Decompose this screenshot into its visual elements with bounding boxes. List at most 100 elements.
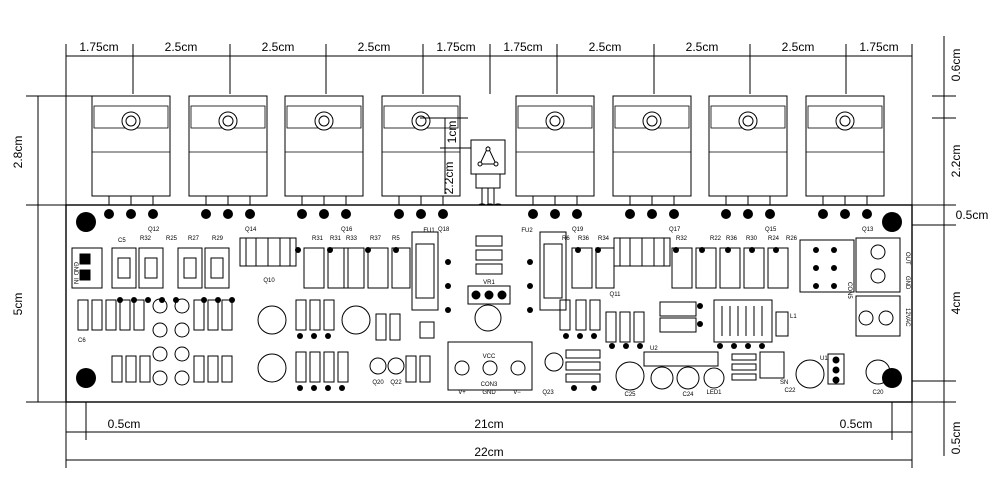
transistor-label: Q16	[341, 227, 353, 233]
pin-pad	[126, 209, 136, 219]
power-transistor	[515, 95, 595, 210]
transistor-label: Q17	[669, 227, 681, 233]
right-dim-1: 0.6cm	[949, 49, 963, 82]
transistor-label: Q13	[862, 227, 874, 233]
pin-pad	[743, 209, 753, 219]
solder-pad	[673, 247, 679, 253]
solder-pad	[339, 385, 345, 391]
solder-pad	[563, 333, 569, 339]
power-transistor	[284, 95, 364, 210]
resistor-label: R25	[166, 236, 178, 242]
tab-dim-height: 2.2cm	[442, 162, 456, 195]
pin-pad	[669, 209, 679, 219]
u1-label: U1	[820, 356, 828, 362]
right-dim-2: 2.2cm	[949, 145, 963, 178]
c24-label: C24	[682, 392, 694, 398]
transistor-label: Q19	[572, 227, 584, 233]
c6-label: C6	[78, 338, 86, 344]
solder-pad	[311, 385, 317, 391]
solder-pad	[831, 265, 837, 271]
solder-pad	[595, 247, 601, 253]
solder-pad	[717, 343, 723, 349]
resistor-label: R30	[746, 236, 758, 242]
solder-pad	[697, 303, 703, 309]
c5-label: C5	[118, 238, 126, 244]
pin-pad	[721, 209, 731, 219]
l1-label: L1	[790, 314, 797, 320]
pin-pad	[765, 209, 775, 219]
mounting-hole-bottom-left	[76, 368, 96, 388]
solder-pad	[311, 333, 317, 339]
vminus-label: V−	[513, 390, 521, 396]
resistor-label: R6	[562, 236, 570, 242]
pin-pad	[438, 209, 448, 219]
resistor-label: R31	[312, 236, 324, 242]
pin-pad	[818, 209, 828, 219]
resistor-label: R29	[212, 236, 224, 242]
c25-label: C25	[624, 392, 636, 398]
solder-pad	[575, 247, 581, 253]
q22-label: Q22	[390, 380, 402, 386]
right-dim-5: 0.5cm	[949, 422, 963, 455]
resistor-label: R36	[578, 236, 590, 242]
solder-pad	[813, 283, 819, 289]
power-transistor	[708, 95, 788, 210]
solder-pads	[117, 247, 837, 391]
pin-pad	[550, 209, 560, 219]
top-dim-2: 2.5cm	[165, 40, 198, 54]
fu1-label: FU1	[423, 228, 435, 234]
transistor-label: Q18	[438, 227, 450, 233]
mounting-hole-bottom-right	[882, 368, 902, 388]
solder-pad	[145, 297, 151, 303]
solder-pad	[445, 307, 451, 313]
solder-pad	[117, 297, 123, 303]
ac-label: 12VAC	[904, 308, 910, 327]
pin-pad	[148, 209, 158, 219]
solder-pad	[813, 265, 819, 271]
top-dim-3: 2.5cm	[262, 40, 295, 54]
pin-pad	[297, 209, 307, 219]
top-dim-9: 2.5cm	[782, 40, 815, 54]
bottom-dim-left: 0.5cm	[108, 417, 141, 431]
solder-pad	[297, 333, 303, 339]
con3-label: CON3	[481, 382, 498, 388]
solder-pad	[325, 333, 331, 339]
solder-pad	[297, 385, 303, 391]
top-dim-5: 1.75cm	[436, 40, 475, 54]
vr1-label: VR1	[483, 280, 495, 286]
left-dimension-line	[26, 95, 92, 403]
right-dim-3: 0.5cm	[956, 208, 989, 222]
q11-label: Q11	[610, 292, 622, 298]
fu2-label: FU2	[521, 228, 533, 234]
solder-pad	[831, 247, 837, 253]
power-transistor-row	[91, 95, 885, 210]
solder-pad	[697, 321, 703, 327]
top-dim-4: 2.5cm	[358, 40, 391, 54]
pin-pad	[223, 209, 233, 219]
top-dim-1: 1.75cm	[79, 40, 118, 54]
vcc-label: VCC	[483, 354, 496, 360]
in-label: IN	[72, 278, 78, 284]
solder-pad	[609, 343, 615, 349]
solder-pad	[365, 247, 371, 253]
pin-pad	[625, 209, 635, 219]
resistor-label: R32	[140, 236, 152, 242]
solder-pad	[229, 297, 235, 303]
transistor-label: Q14	[245, 227, 257, 233]
gnd-out-label: GND	[904, 276, 910, 290]
q20-label: Q20	[372, 380, 384, 386]
led1-label: LED1	[706, 390, 722, 396]
resistor-label: R5	[392, 236, 400, 242]
left-dim-board: 5cm	[11, 293, 25, 316]
solder-pad	[749, 247, 755, 253]
resistor-label: R34	[598, 236, 610, 242]
vplus-label: V+	[458, 390, 466, 396]
solder-pad	[527, 259, 533, 265]
transistor-label: Q15	[765, 227, 777, 233]
power-transistor	[805, 95, 885, 210]
component-labels: FU1 FU2 VR1 Q10 Q11 V+ V− VCC CON3 GND I…	[72, 228, 910, 398]
solder-pad	[759, 343, 765, 349]
power-transistor	[188, 95, 268, 210]
c20-label: C20	[872, 390, 884, 396]
top-dimension-line	[65, 44, 913, 205]
